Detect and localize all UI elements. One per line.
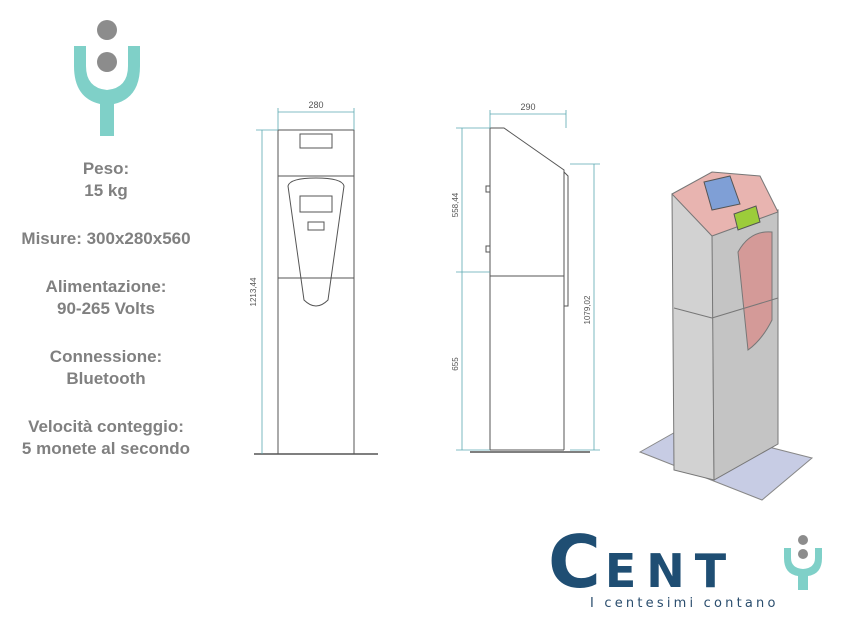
spec-label: Alimentazione: <box>45 277 167 296</box>
kiosk-3d-render <box>638 171 814 501</box>
spec-label: Peso: <box>82 159 130 178</box>
spec-weight: Peso: 15 kg <box>0 158 212 202</box>
brand-name: CENT <box>548 520 736 604</box>
spec-speed: Velocità conteggio: 5 monete al secondo <box>0 416 212 460</box>
side-lower-dim: 655 <box>451 357 460 371</box>
specs-list: Peso: 15 kg Misure: 300x280x560 Alimenta… <box>0 158 212 486</box>
spec-power: Alimentazione: 90-265 Volts <box>0 276 212 320</box>
spec-value: 15 kg <box>84 181 128 200</box>
brand-rest: ENT <box>604 544 737 598</box>
brand-tagline: I centesimi contano <box>590 596 779 611</box>
centy-brand-icon <box>784 535 822 590</box>
spec-connection: Connessione: Bluetooth <box>0 346 212 390</box>
side-total-dim: 1079,02 <box>583 295 592 324</box>
spec-label: Connessione: <box>49 347 163 366</box>
spec-value: 5 monete al secondo <box>21 439 191 458</box>
front-height-dim: 1213,44 <box>249 277 258 306</box>
brand-initial: C <box>548 520 605 604</box>
side-width-dim: 290 <box>520 102 535 112</box>
centy-logo-icon <box>74 20 140 136</box>
spec-value: 90-265 Volts <box>57 299 155 318</box>
side-view-drawing <box>470 127 590 453</box>
spec-dimensions: Misure: 300x280x560 <box>0 228 212 250</box>
spec-label: Velocità conteggio: <box>28 417 184 436</box>
side-upper-dim: 558,44 <box>451 192 460 217</box>
brand-logo: CENT I centesimi contano <box>540 520 840 620</box>
spec-value: Bluetooth <box>66 369 146 388</box>
front-width-dim: 280 <box>308 100 323 110</box>
front-view-drawing <box>254 129 378 455</box>
spec-label: Misure: 300x280x560 <box>21 229 191 248</box>
